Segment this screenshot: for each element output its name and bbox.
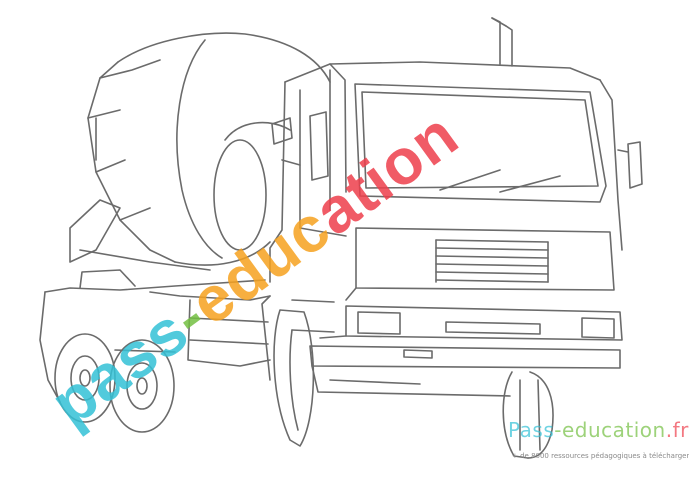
brand-part-1: Pass [508,418,555,442]
truck-chassis [39,269,271,403]
brand-part-3: .fr [665,418,689,442]
brand-tagline: + de 8000 ressources pédagogiques à télé… [512,452,689,460]
brand-part-2: -education [554,418,666,442]
rear-wheels [54,333,176,433]
front-wheels [273,309,554,459]
truck-cab [269,17,643,397]
brand-logo: Pass-education.fr [508,418,689,442]
mixer-drum [69,32,331,271]
